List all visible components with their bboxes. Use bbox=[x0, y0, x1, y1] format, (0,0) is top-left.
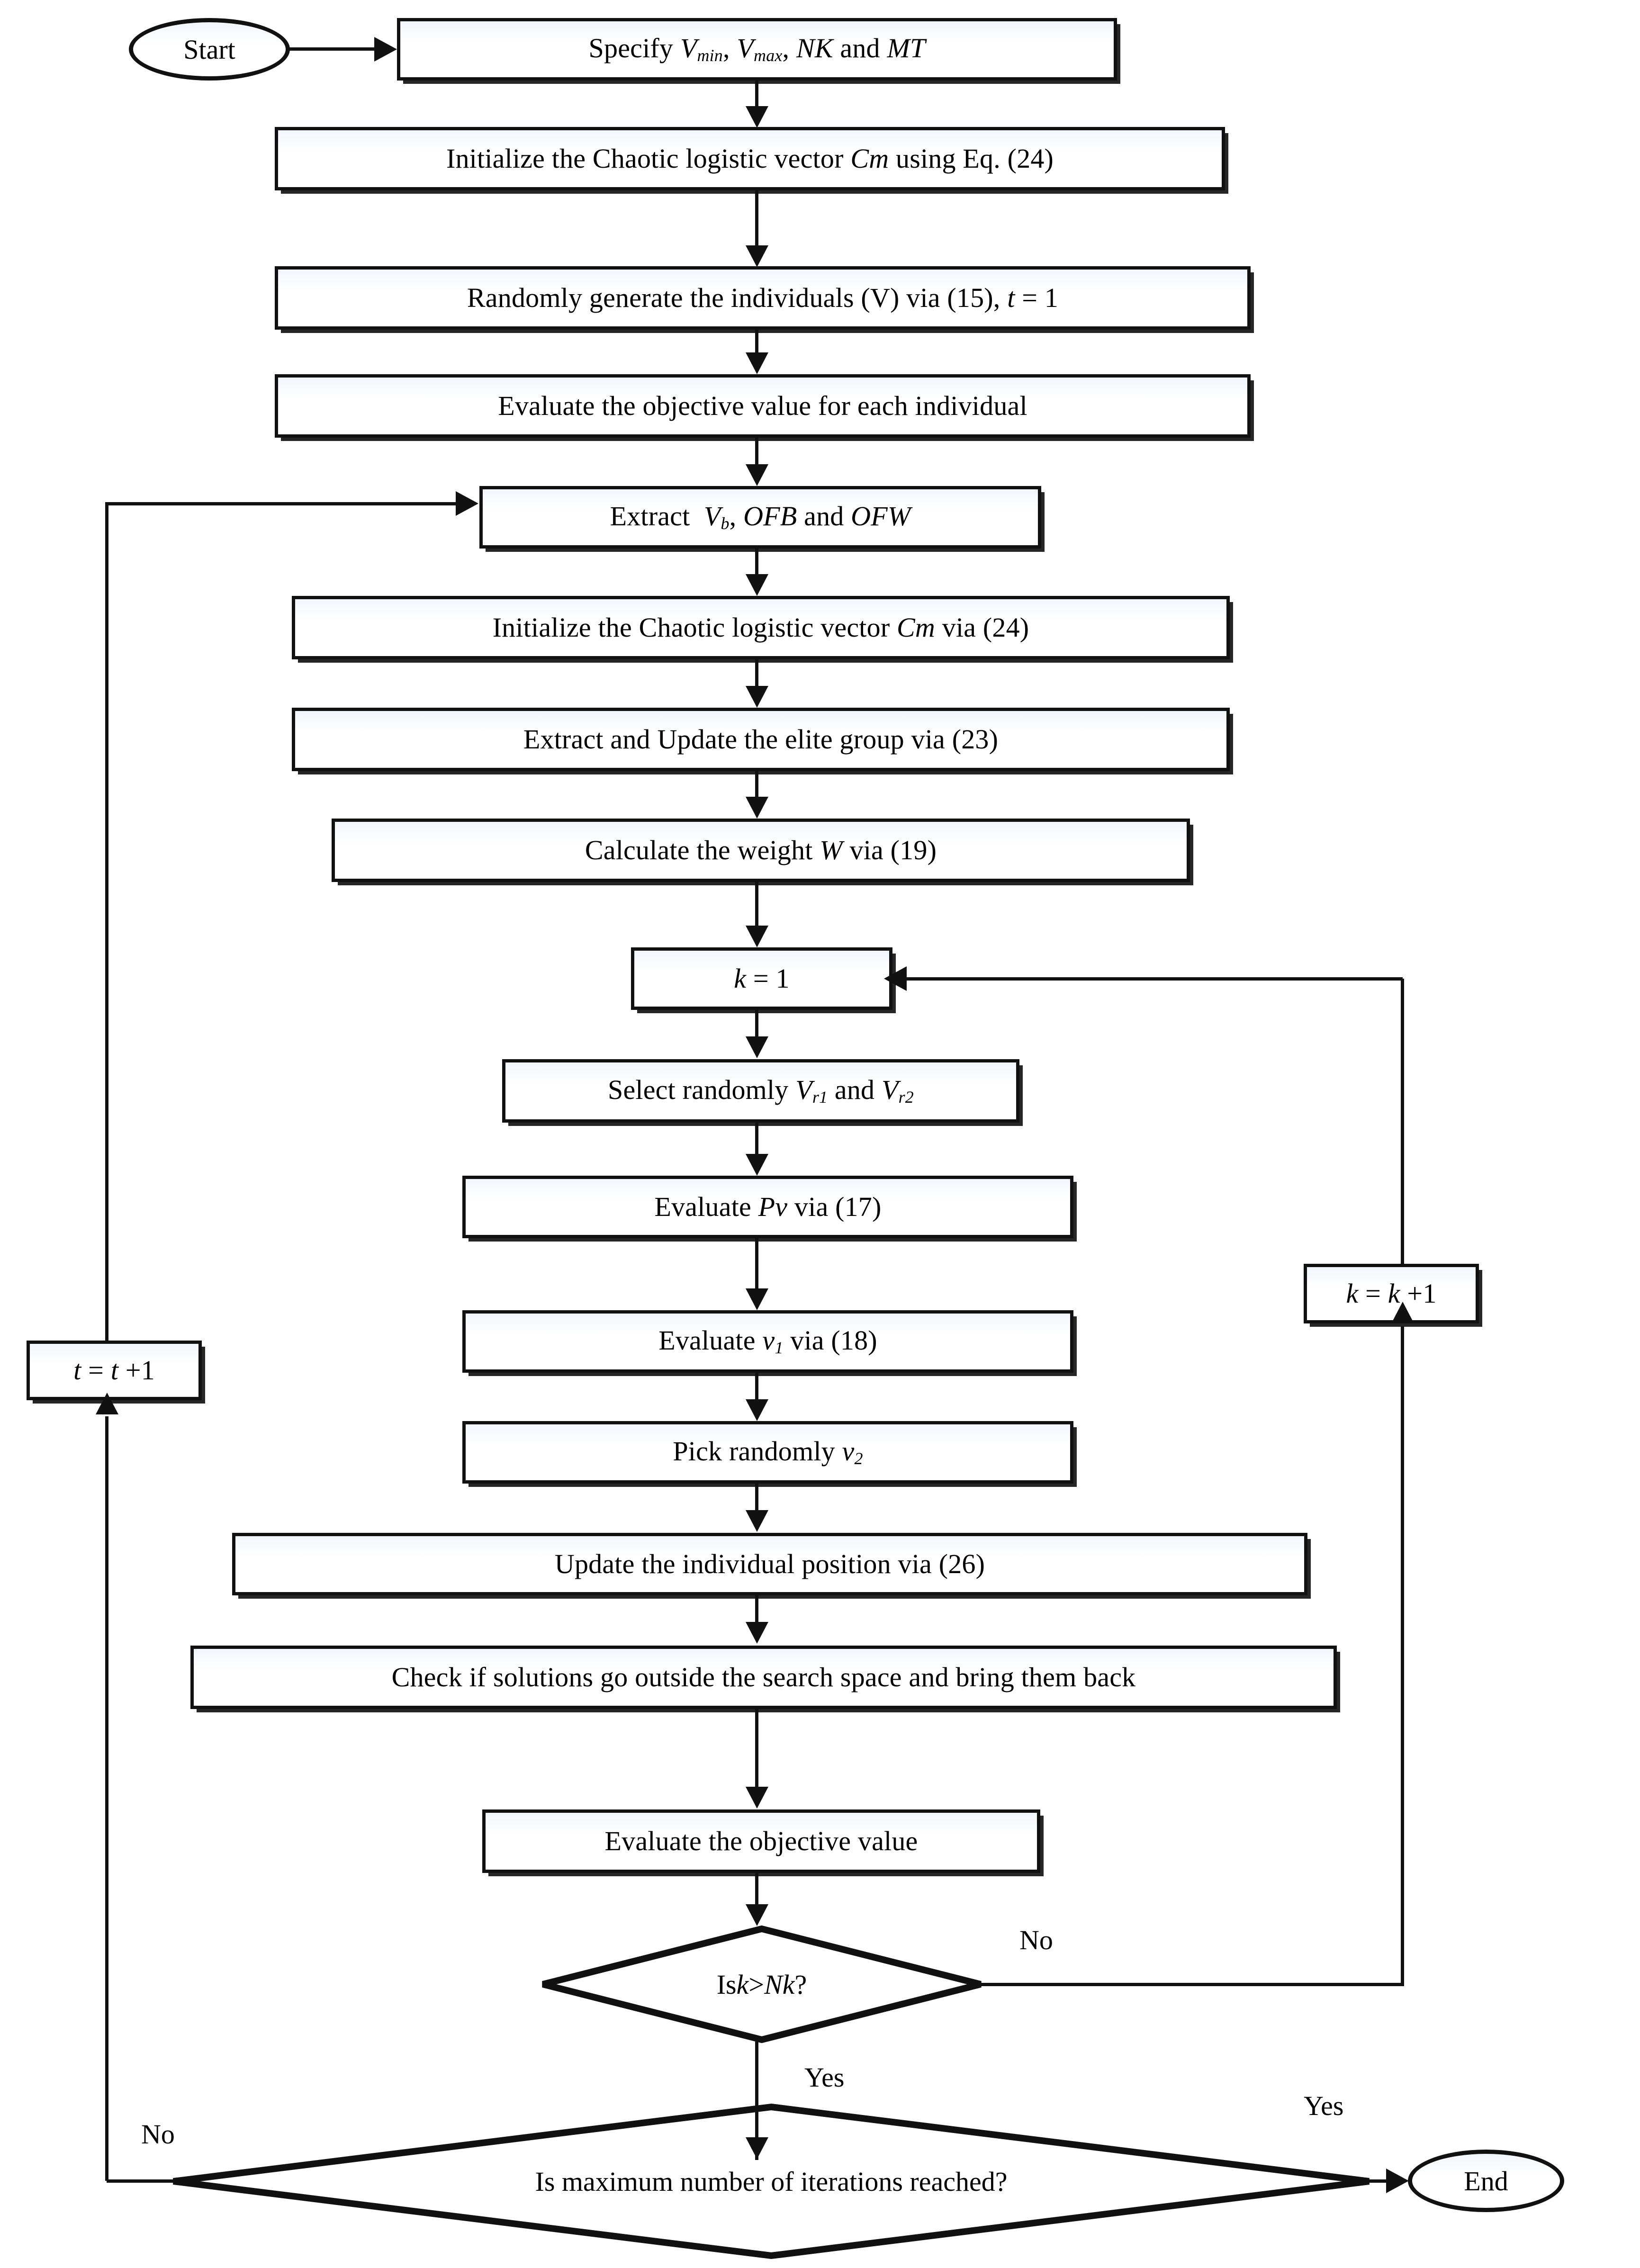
node-evaluate-pv[interactable]: Evaluate Pv via (17) bbox=[462, 1176, 1073, 1238]
edge-maxiter-yes-horizontal bbox=[1364, 2179, 1393, 2183]
node-update-position[interactable]: Update the individual position via (26) bbox=[232, 1533, 1307, 1595]
edge-random-to-evaluate-arrow bbox=[746, 352, 768, 374]
decision-iterations-shape bbox=[173, 2103, 1370, 2259]
edge-specify-to-init bbox=[755, 81, 758, 109]
edge-weight-to-kinit bbox=[755, 882, 758, 926]
node-update-position-label: Update the individual position via (26) bbox=[554, 1548, 985, 1579]
edge-init-to-random bbox=[755, 190, 758, 245]
edge-elite-to-weight bbox=[755, 771, 758, 798]
edge-select-to-pv-arrow bbox=[746, 1154, 768, 1176]
node-extract-vb-ofb-ofw[interactable]: Extract Vb, OFB and OFW bbox=[479, 486, 1041, 549]
node-random-individuals-label: Randomly generate the individuals (V) vi… bbox=[467, 282, 1059, 313]
node-start-label: Start bbox=[183, 34, 235, 65]
edge-tincrement-to-extract-arrow bbox=[456, 491, 478, 516]
node-initialize-chaotic-vector-24-label: Initialize the Chaotic logistic vector C… bbox=[492, 612, 1029, 643]
edge-decisionk-no-vertical-up bbox=[1401, 1326, 1404, 1985]
edge-decisionk-yes-arrow bbox=[746, 2137, 768, 2159]
edge-evaluate-to-extract-arrow bbox=[746, 464, 768, 486]
node-select-random-vr-label: Select randomly Vr1 and Vr2 bbox=[608, 1074, 914, 1107]
edge-decisionk-no-horizontal bbox=[978, 1983, 1404, 1986]
edge-label-k-loop-no: No bbox=[1015, 1922, 1058, 1958]
node-specify-parameters[interactable]: Specify Vmin, Vmax, NK and MT bbox=[397, 18, 1117, 81]
edge-elite-to-weight-arrow bbox=[746, 797, 768, 819]
edge-label-k-loop-yes: Yes bbox=[800, 2060, 849, 2095]
edge-decisionk-no-arrow-into-kincrement bbox=[1391, 1302, 1414, 1323]
edge-kinit-to-select bbox=[755, 1010, 758, 1037]
node-k-increment-label: k = k +1 bbox=[1346, 1278, 1437, 1309]
node-initialize-chaotic-vector-eq24-label: Initialize the Chaotic logistic vector C… bbox=[446, 143, 1054, 174]
node-check-bounds-label: Check if solutions go outside the search… bbox=[391, 1661, 1136, 1692]
edge-kinit-to-select-arrow bbox=[746, 1036, 768, 1058]
node-pick-random-v2[interactable]: Pick randomly v2 bbox=[462, 1421, 1073, 1484]
node-random-individuals[interactable]: Randomly generate the individuals (V) vi… bbox=[275, 266, 1251, 330]
node-evaluate-pv-label: Evaluate Pv via (17) bbox=[654, 1191, 882, 1222]
edge-select-to-pv bbox=[755, 1123, 758, 1155]
node-calculate-weight-label: Calculate the weight W via (19) bbox=[585, 834, 937, 865]
edge-label-iter-loop-yes: Yes bbox=[1299, 2088, 1349, 2124]
edge-label-iter-loop-no: No bbox=[136, 2116, 180, 2152]
edge-start-to-specify-arrow bbox=[374, 37, 397, 62]
decision-k-shape bbox=[542, 1925, 982, 2043]
node-calculate-weight[interactable]: Calculate the weight W via (19) bbox=[332, 819, 1190, 882]
node-initialize-chaotic-vector-24[interactable]: Initialize the Chaotic logistic vector C… bbox=[292, 596, 1230, 659]
edge-check-to-evalobj bbox=[755, 1709, 758, 1788]
node-check-bounds[interactable]: Check if solutions go outside the search… bbox=[190, 1646, 1337, 1709]
edge-start-to-specify bbox=[286, 47, 376, 51]
edge-weight-to-kinit-arrow bbox=[746, 926, 768, 947]
edge-maxiter-no-vertical-up bbox=[105, 1416, 108, 2181]
edge-specify-to-init-arrow bbox=[746, 106, 768, 128]
node-start[interactable]: Start bbox=[129, 18, 290, 81]
node-decision-max-iterations[interactable]: Is maximum number of iterations reached? bbox=[170, 2103, 1373, 2259]
edge-kincrement-to-kinit-horizontal bbox=[907, 977, 1403, 981]
edge-v1-to-v2-arrow bbox=[746, 1399, 768, 1421]
edge-maxiter-no-arrow-into-tincrement bbox=[96, 1393, 118, 1414]
edge-v2-to-update bbox=[755, 1484, 758, 1511]
node-t-increment-label: t = t +1 bbox=[73, 1354, 155, 1386]
node-evaluate-objective[interactable]: Evaluate the objective value bbox=[482, 1809, 1040, 1873]
edge-init-to-random-arrow bbox=[746, 245, 768, 267]
edge-init24-to-elite bbox=[755, 659, 758, 688]
edge-v2-to-update-arrow bbox=[746, 1510, 768, 1532]
node-t-increment[interactable]: t = t +1 bbox=[27, 1341, 202, 1400]
node-evaluate-v1[interactable]: Evaluate v1 via (18) bbox=[462, 1310, 1073, 1373]
edge-tincrement-up bbox=[105, 502, 108, 1343]
node-pick-random-v2-label: Pick randomly v2 bbox=[673, 1435, 863, 1468]
edge-maxiter-no-horizontal bbox=[107, 2179, 178, 2183]
edge-update-to-check-arrow bbox=[746, 1622, 768, 1644]
node-elite-group-label: Extract and Update the elite group via (… bbox=[523, 723, 999, 755]
edge-check-to-evalobj-arrow bbox=[746, 1787, 768, 1809]
node-k-init-label: k = 1 bbox=[734, 963, 790, 994]
edge-v1-to-v2 bbox=[755, 1373, 758, 1400]
node-end-label: End bbox=[1464, 2165, 1508, 2196]
edge-tincrement-to-extract-horizontal bbox=[105, 502, 459, 505]
edge-pv-to-v1 bbox=[755, 1238, 758, 1289]
edge-random-to-evaluate bbox=[755, 330, 758, 353]
edge-kincrement-up bbox=[1401, 979, 1404, 1266]
edge-update-to-check bbox=[755, 1595, 758, 1624]
edge-evalobj-to-decisionk bbox=[755, 1873, 758, 1905]
edge-extract-to-init24 bbox=[755, 549, 758, 576]
node-select-random-vr[interactable]: Select randomly Vr1 and Vr2 bbox=[502, 1059, 1019, 1123]
edge-evaluate-to-extract bbox=[755, 438, 758, 465]
node-k-init[interactable]: k = 1 bbox=[631, 947, 892, 1010]
edge-kincrement-to-kinit-arrow bbox=[884, 966, 907, 991]
edge-evalobj-to-decisionk-arrow bbox=[746, 1904, 768, 1926]
node-end[interactable]: End bbox=[1408, 2150, 1564, 2212]
node-initialize-chaotic-vector-eq24[interactable]: Initialize the Chaotic logistic vector C… bbox=[275, 127, 1225, 190]
edge-pv-to-v1-arrow bbox=[746, 1288, 768, 1310]
node-specify-label: Specify Vmin, Vmax, NK and MT bbox=[588, 32, 926, 65]
node-elite-group[interactable]: Extract and Update the elite group via (… bbox=[292, 708, 1230, 771]
edge-init24-to-elite-arrow bbox=[746, 686, 768, 708]
node-evaluate-v1-label: Evaluate v1 via (18) bbox=[658, 1324, 877, 1357]
edge-extract-to-init24-arrow bbox=[746, 574, 768, 596]
node-evaluate-each-individual[interactable]: Evaluate the objective value for each in… bbox=[275, 374, 1251, 438]
node-evaluate-each-individual-label: Evaluate the objective value for each in… bbox=[498, 390, 1027, 421]
node-extract-vb-ofb-ofw-label: Extract Vb, OFB and OFW bbox=[610, 500, 911, 533]
node-evaluate-objective-label: Evaluate the objective value bbox=[604, 1825, 918, 1856]
edge-decisionk-yes-vertical bbox=[755, 2042, 758, 2160]
node-decision-k-gt-nk[interactable]: Is k > Nk? bbox=[539, 1925, 984, 2043]
edge-maxiter-yes-arrow bbox=[1386, 2169, 1409, 2193]
